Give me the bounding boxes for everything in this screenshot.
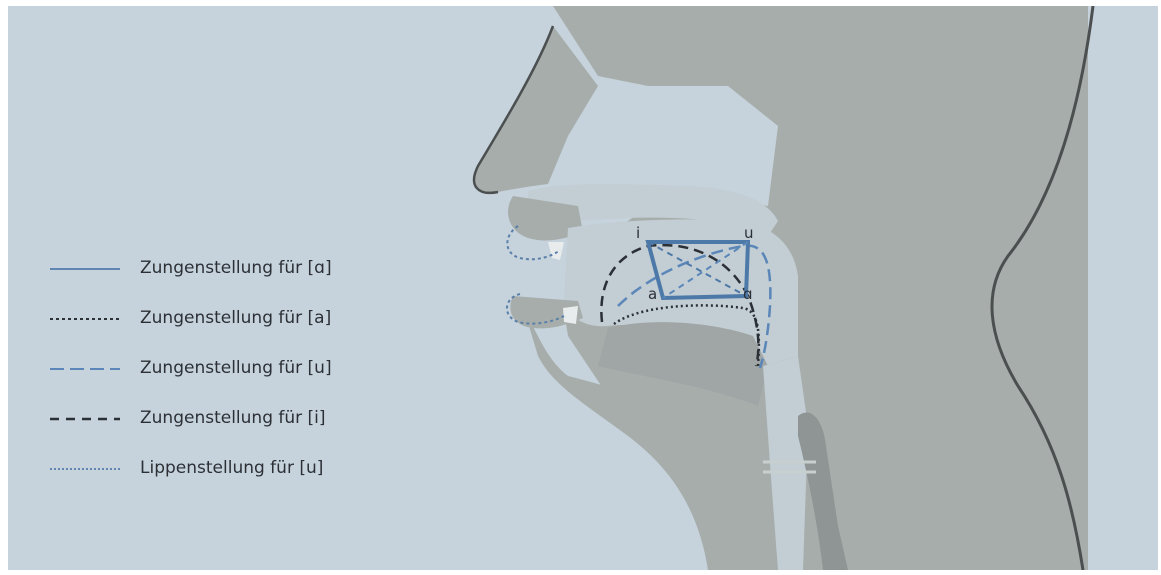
- vowel-label-u: u: [744, 224, 754, 242]
- legend-item-tongue-a-back: Zungenstellung für [ɑ]: [48, 256, 408, 282]
- lower-tooth: [563, 306, 578, 324]
- dotted-line-icon: [48, 456, 128, 482]
- upper-tooth: [548, 242, 564, 260]
- legend-label: Zungenstellung für [a]: [140, 308, 331, 328]
- solid-line-icon: [48, 256, 128, 282]
- vowel-label-o: ɑ: [743, 285, 753, 303]
- nose-shape: [474, 26, 598, 193]
- vowel-label-i: i: [636, 224, 640, 242]
- legend-label: Zungenstellung für [u]: [140, 358, 332, 378]
- legend-label: Zungenstellung für [i]: [140, 408, 326, 428]
- legend-item-lips-u: Lippenstellung für [u]: [48, 456, 408, 482]
- dashed-line-icon: [48, 356, 128, 382]
- legend-label: Lippenstellung für [u]: [140, 458, 323, 478]
- legend-item-tongue-u: Zungenstellung für [u]: [48, 356, 408, 382]
- dashed-line-icon: [48, 406, 128, 432]
- diagram-frame: i u a ɑ Zungenstellung für [ɑ] Zungenste…: [8, 6, 1158, 570]
- vocal-tract-diagram: i u a ɑ: [8, 6, 1158, 570]
- vowel-label-a: a: [648, 285, 657, 303]
- legend-item-tongue-a: Zungenstellung für [a]: [48, 306, 408, 332]
- dotted-line-icon: [48, 306, 128, 332]
- legend-label: Zungenstellung für [ɑ]: [140, 258, 332, 278]
- legend-item-tongue-i: Zungenstellung für [i]: [48, 406, 408, 432]
